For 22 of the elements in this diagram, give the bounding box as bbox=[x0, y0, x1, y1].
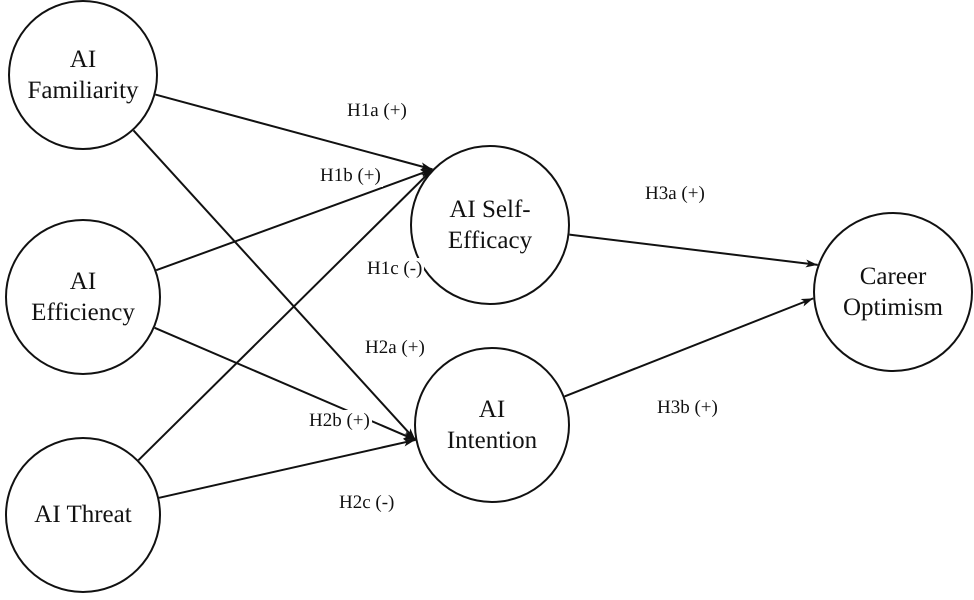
arrow bbox=[156, 168, 433, 272]
edge-label: H3b (+) bbox=[655, 397, 720, 419]
arrow bbox=[564, 297, 814, 398]
edge-label: H2b (+) bbox=[307, 410, 372, 432]
arrow bbox=[155, 94, 433, 170]
construct-name: Career Optimism bbox=[842, 262, 944, 323]
construct-name: AI Self-Efficacy bbox=[446, 194, 534, 256]
arrow bbox=[158, 438, 416, 499]
construct-name: AI Threat bbox=[34, 500, 132, 530]
edge-label: H1c (-) bbox=[365, 258, 424, 280]
edge-label: H2c (-) bbox=[337, 492, 396, 514]
construct-name: AI Familiarity bbox=[26, 44, 140, 106]
arrow bbox=[132, 130, 416, 441]
edge-label: H3a (+) bbox=[643, 183, 707, 205]
construct-name: AI Intention bbox=[446, 394, 538, 456]
construct-name: AI Efficiency bbox=[30, 266, 136, 328]
arrow bbox=[138, 168, 434, 461]
arrow bbox=[154, 326, 416, 441]
arrow bbox=[569, 234, 818, 268]
edge-label: H2a (+) bbox=[363, 337, 427, 359]
edge-label: H1a (+) bbox=[345, 100, 409, 122]
edge-label: H1b (+) bbox=[318, 165, 383, 187]
